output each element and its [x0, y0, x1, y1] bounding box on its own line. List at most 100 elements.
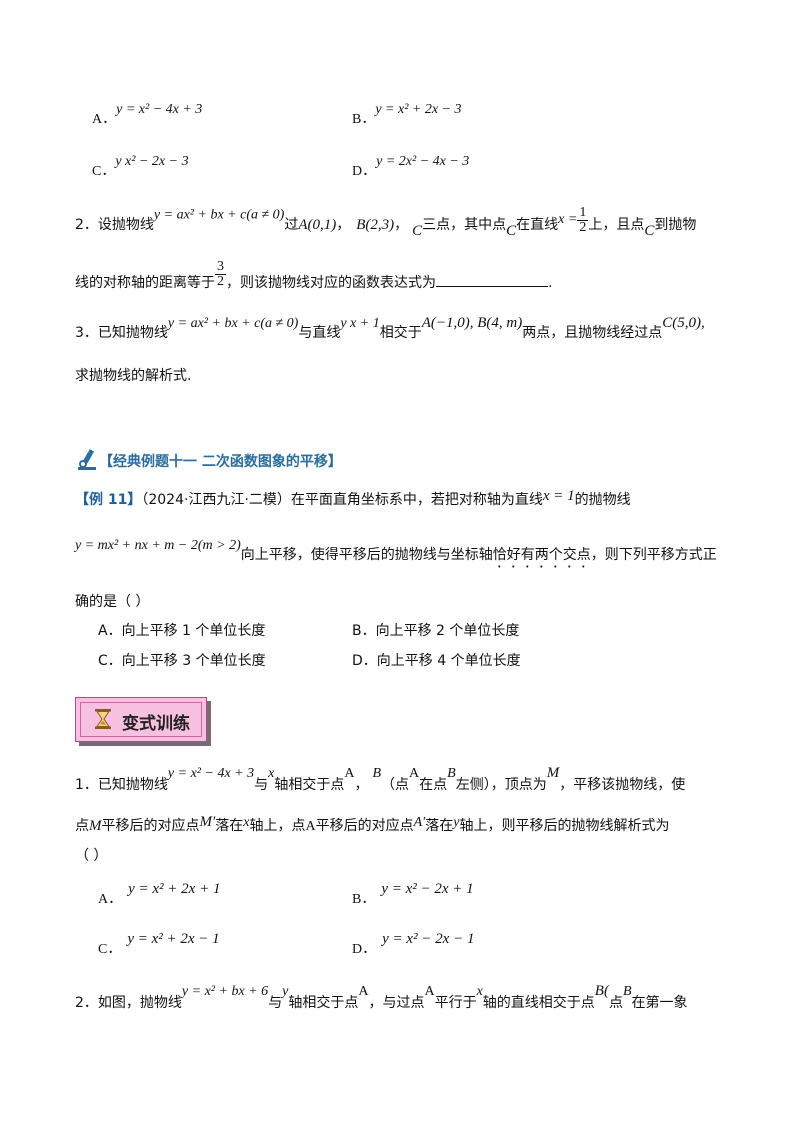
- t1-text: 平移后的对应点: [101, 818, 200, 834]
- t1-text: 落在: [215, 818, 244, 834]
- q2-point-a: A(0,1): [298, 216, 337, 233]
- question-3-line-2: 求抛物线的解析式.: [75, 368, 192, 384]
- t1-option-c-label: C．: [98, 942, 122, 957]
- option-b-label: B．: [352, 112, 376, 127]
- q2-text: 上，且点: [588, 216, 645, 233]
- example-label: 【例 11】: [75, 492, 142, 508]
- option-c-label: C．: [92, 164, 116, 179]
- frac-num: 1: [577, 205, 589, 221]
- q2-text: .: [548, 274, 553, 291]
- t1-option-d: D． y = x² − 2x − 1: [352, 928, 475, 957]
- q2-text: 过: [284, 216, 299, 233]
- option-d-expr: y = 2x² − 4x − 3: [376, 154, 470, 169]
- t1-text: 轴上，则平移后的抛物线解析式为: [459, 818, 670, 834]
- t1-option-d-label: D．: [352, 942, 377, 957]
- t2-text: 轴的直线相交于点: [482, 995, 595, 1011]
- option-c: C．y x² − 2x − 3: [92, 150, 189, 179]
- t1-option-c-expr: y = x² + 2x − 1: [127, 931, 220, 947]
- q2-point-c: C: [506, 222, 517, 239]
- q2-text: 在直线: [516, 216, 559, 233]
- t1-point-m: M: [89, 818, 102, 834]
- t1-line-3: （ ）: [75, 848, 108, 864]
- answer-blank[interactable]: [436, 272, 548, 287]
- t1-text: 在点: [419, 777, 448, 793]
- q2-text: 2．设抛物线: [75, 216, 154, 233]
- option-b-expr: y = x² + 2x − 3: [375, 102, 462, 117]
- q3-points: A(−1,0), B(4, m): [421, 315, 523, 331]
- t1-text: 1．已知抛物线: [75, 777, 168, 793]
- t2-text: ，与过点: [368, 995, 425, 1011]
- q3-text: 相交于: [379, 325, 422, 341]
- hourglass-icon: [94, 709, 112, 733]
- t2-text: 在第一象: [631, 995, 688, 1011]
- t1-point-a: A: [409, 766, 420, 781]
- q2-point-c: C: [412, 222, 423, 239]
- t1-option-b-expr: y = x² − 2x + 1: [381, 881, 474, 897]
- q2-text: ，则该抛物线对应的函数表达式为: [226, 274, 436, 291]
- example-11-line-1: 【例 11】（2024·江西九江·二模）在平面直角坐标系中，若把对称轴为直线x …: [75, 488, 631, 509]
- t1-line-1: 1．已知抛物线y = x² − 4x + 3与x轴相交于点A，B（点A在点B左侧…: [75, 762, 685, 793]
- ex11-text: 向上平移，使得平移后的抛物线与坐标轴: [240, 547, 493, 563]
- ex11-option-a: A．向上平移 1 个单位长度: [98, 623, 266, 639]
- section-title: 【经典例题十一 二次函数图象的平移】: [99, 454, 342, 470]
- t1-text: 落在: [425, 818, 454, 834]
- t1-option-b: B． y = x² − 2x + 1: [352, 878, 474, 907]
- q2-sep: ，: [394, 216, 409, 233]
- t1-line-2: 点M平移后的对应点M′落在x轴上，点A平移后的对应点A′落在y轴上，则平移后的抛…: [75, 814, 670, 835]
- q2-expression: y = ax² + bx + c(a ≠ 0): [153, 207, 285, 223]
- option-a-label: A．: [92, 112, 117, 127]
- q3-point-c: C(5,0),: [662, 315, 705, 331]
- training-banner: 变式训练: [75, 697, 207, 742]
- training-banner-inner: [80, 702, 202, 737]
- q2-sep: ，: [336, 216, 351, 233]
- t1-y: y: [453, 815, 460, 830]
- q2-text: 三点，其中点: [422, 216, 507, 233]
- question-2-line-1: 2．设抛物线y = ax² + bx + c(a ≠ 0)过A(0,1)，B(2…: [75, 200, 696, 239]
- training-title: 变式训练: [122, 714, 190, 734]
- q2-point-b: B(2,3): [356, 216, 395, 233]
- q3-line-expression: y x + 1: [340, 316, 380, 331]
- frac-den: 2: [579, 220, 587, 235]
- t1-text: 与: [254, 777, 269, 793]
- t1-option-a: A．y = x² + 2x + 1: [98, 878, 221, 907]
- ex11-option-d: D．向上平移 4 个单位长度: [352, 653, 521, 669]
- t1-text: ，: [354, 777, 369, 793]
- q2-text: 到抛物: [654, 216, 697, 233]
- t1-point-a: A: [305, 819, 316, 834]
- t2-text: 平行于: [434, 995, 477, 1011]
- t1-point-a: A: [344, 766, 355, 781]
- frac-num: 3: [215, 259, 226, 275]
- t1-point-b: B: [372, 766, 382, 781]
- frac-den: 2: [217, 274, 224, 289]
- q3-text: 两点，且抛物线经过点: [522, 325, 663, 341]
- t1-option-a-expr: y = x² + 2x + 1: [128, 881, 221, 897]
- t1-text: 点: [75, 818, 89, 834]
- q3-text: 3．已知抛物线: [75, 325, 168, 341]
- q3-expression: y = ax² + bx + c(a ≠ 0): [167, 316, 299, 331]
- t1-text: 平移后的对应点: [315, 818, 414, 834]
- t2-point-a: A: [358, 984, 369, 999]
- option-a: A．y = x² − 4x + 3: [92, 98, 202, 127]
- q3-text: 与直线: [298, 325, 341, 341]
- t1-option-d-expr: y = x² − 2x − 1: [382, 931, 475, 947]
- q2-point-c: C: [644, 222, 655, 239]
- ex11-expression: y = mx² + nx + m − 2(m > 2): [75, 538, 241, 553]
- t1-x: x: [268, 766, 275, 781]
- t2-x: x: [476, 984, 483, 999]
- t1-point-b: B: [447, 766, 456, 781]
- q2-xeq: x =: [558, 211, 578, 227]
- ex11-text: （2024·江西九江·二模）在平面直角坐标系中，若把对称轴为直线: [141, 492, 543, 508]
- t1-option-b-label: B．: [352, 892, 376, 907]
- t1-expression: y = x² − 4x + 3: [167, 766, 255, 781]
- option-b: B．y = x² + 2x − 3: [352, 98, 462, 127]
- t1-point-aprime: A′: [413, 815, 426, 830]
- ex11-text: 的抛物线: [574, 492, 631, 508]
- t1-text: （点: [381, 777, 410, 793]
- t2-point-b: B(: [594, 983, 609, 999]
- microscope-icon: [75, 448, 99, 476]
- t2-text: 2．如图，抛物线: [75, 995, 182, 1011]
- ex11-option-c: C．向上平移 3 个单位长度: [98, 653, 266, 669]
